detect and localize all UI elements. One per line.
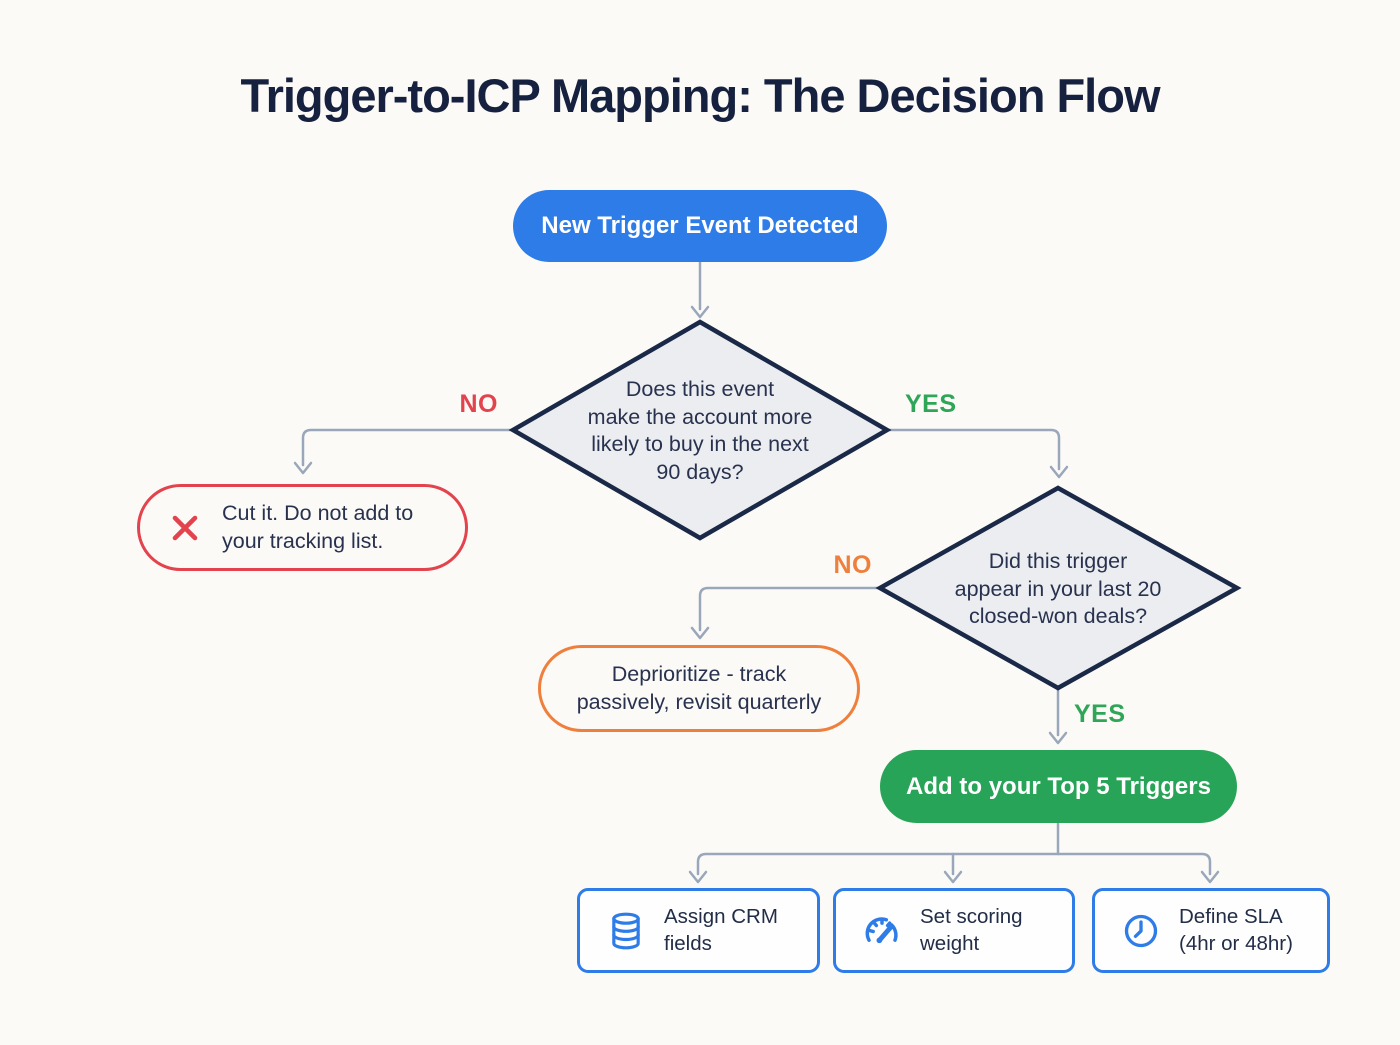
database-icon	[612, 912, 640, 949]
arrowhead-down	[1048, 731, 1068, 745]
action-assign-crm-label: Assign CRM fields	[664, 904, 778, 955]
arrowhead-down	[690, 305, 710, 319]
arrowhead-down	[293, 461, 313, 475]
action-scoring-weight-label: Set scoring weight	[920, 904, 1023, 955]
arrowhead-down	[1049, 465, 1069, 479]
x-icon	[172, 515, 198, 540]
cut-outcome-box: Cut it. Do not add to your tracking list…	[137, 484, 468, 571]
decision2-diamond	[875, 485, 1242, 691]
action-scoring-weight-box: Set scoring weight	[833, 888, 1075, 973]
decision2-label: Did this trigger appear in your last 20 …	[954, 549, 1162, 629]
add-top5-node: Add to your Top 5 Triggers	[880, 750, 1237, 823]
action-assign-crm-box: Assign CRM fields	[577, 888, 820, 973]
decision1-yes-label: YES	[905, 390, 957, 418]
decision1-diamond	[508, 319, 892, 541]
arrowhead-down	[690, 626, 710, 640]
decision1-no-label: NO	[459, 390, 498, 418]
add-top5-label: Add to your Top 5 Triggers	[906, 772, 1211, 800]
connector-decision2-no	[698, 586, 882, 632]
connector-decision1-no	[301, 428, 515, 467]
cut-outcome-label: Cut it. Do not add to your tracking list…	[222, 500, 414, 553]
connector-decision1-yes	[885, 428, 1061, 471]
start-node-label: New Trigger Event Detected	[541, 212, 859, 239]
clock-icon	[1124, 914, 1158, 947]
arrowhead-down	[1200, 870, 1220, 884]
arrowhead-down	[943, 870, 963, 884]
start-node: New Trigger Event Detected	[513, 190, 887, 262]
deprioritize-outcome-box: Deprioritize - track passively, revisit …	[538, 645, 860, 732]
action-define-sla-label: Define SLA (4hr or 48hr)	[1179, 904, 1293, 955]
decision2-yes-label: YES	[1074, 700, 1126, 728]
action-define-sla-box: Define SLA (4hr or 48hr)	[1092, 888, 1330, 973]
deprioritize-label: Deprioritize - track passively, revisit …	[576, 661, 822, 714]
gauge-icon	[865, 916, 898, 943]
page-title: Trigger-to-ICP Mapping: The Decision Flo…	[240, 69, 1160, 122]
decision2-no-label: NO	[833, 551, 872, 579]
decision1-label: Does this event make the account more li…	[587, 377, 813, 484]
arrowhead-down	[688, 870, 708, 884]
